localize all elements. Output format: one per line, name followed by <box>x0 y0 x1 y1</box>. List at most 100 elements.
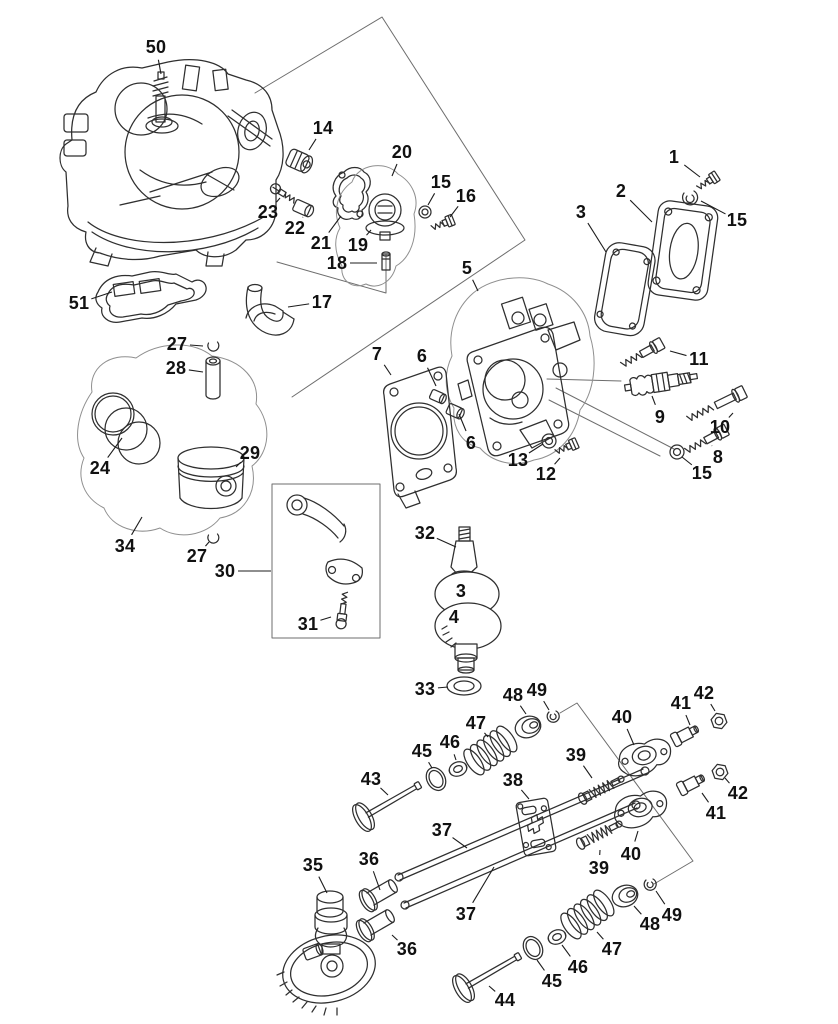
part-label-35: 35 <box>302 855 324 875</box>
leader-line-41a <box>685 714 691 726</box>
part-label-48b: 48 <box>639 914 661 934</box>
leader-line-50 <box>157 59 162 75</box>
connecting-rod-group-drawing <box>286 494 363 630</box>
cover-2-drawing <box>647 200 719 301</box>
part-label-40a: 40 <box>611 707 633 727</box>
leader-line-35 <box>318 876 328 894</box>
part-label-11: 11 <box>689 349 709 369</box>
part-label-42b: 42 <box>727 783 749 803</box>
part-label-46a: 46 <box>439 732 461 752</box>
leader-line-15a <box>427 193 436 206</box>
leader-line-47a <box>484 732 489 738</box>
anode-drawing <box>285 148 314 174</box>
part-label-38: 38 <box>502 770 524 790</box>
washer-15-drawing <box>418 205 432 219</box>
piston-set-outline <box>77 344 268 536</box>
piston-pin-drawing <box>205 356 221 400</box>
part-label-8: 8 <box>712 447 724 467</box>
leader-line-45a <box>428 761 433 769</box>
part-label-24: 24 <box>89 458 111 478</box>
leader-line-37b <box>472 866 495 904</box>
part-label-6b: 6 <box>465 433 477 453</box>
leader-line-39a <box>582 765 593 779</box>
leader-line-47b <box>596 931 604 940</box>
valve-train-group-drawing <box>276 710 730 1016</box>
cylinder-head-outline <box>445 277 595 464</box>
part-label-37a: 37 <box>431 820 453 840</box>
part-label-51: 51 <box>68 293 90 313</box>
camshaft-drawing <box>276 890 376 1016</box>
leader-line-6b <box>458 413 467 432</box>
head-cover-group-drawing <box>593 170 721 337</box>
part-label-9: 9 <box>654 407 666 427</box>
part-label-27a: 27 <box>166 334 188 354</box>
thermostat-gasket-drawing <box>332 166 371 220</box>
thermostat-group-drawing <box>245 148 457 336</box>
leader-line-34 <box>131 516 143 536</box>
leader-line-5 <box>472 279 479 292</box>
part-label-46b: 46 <box>567 957 589 977</box>
part-label-31: 31 <box>297 614 319 634</box>
part-label-22: 22 <box>284 218 306 238</box>
leader-line-24 <box>107 437 123 458</box>
rod-bolt-drawing <box>335 591 349 630</box>
leader-line-37a <box>452 837 468 849</box>
leader-line-46b <box>561 944 571 957</box>
thermostat-cover-outline <box>335 165 417 287</box>
piston-drawing <box>177 446 245 510</box>
part-label-29: 29 <box>239 443 261 463</box>
leader-line-6a <box>426 367 437 387</box>
screw-23-drawing <box>269 183 295 204</box>
part-label-15c: 15 <box>691 463 713 483</box>
leader-line-42a <box>710 703 716 712</box>
cover-gasket-drawing <box>593 242 656 337</box>
crankshaft-group-drawing <box>434 526 502 696</box>
push-rod-guide-plate-drawing <box>515 797 557 857</box>
part-label-14: 14 <box>312 118 334 138</box>
spark-plug-drawing <box>623 371 699 397</box>
part-label-32: 32 <box>414 523 436 543</box>
leader-line-14 <box>308 138 317 151</box>
rod-cap-drawing <box>325 558 363 585</box>
part-label-12: 12 <box>535 464 557 484</box>
leader-line-20 <box>391 163 398 177</box>
part-label-39b: 39 <box>588 858 610 878</box>
part-label-50: 50 <box>145 37 167 57</box>
leader-line-10 <box>728 412 734 418</box>
leader-line-29 <box>235 461 242 468</box>
leader-line-2 <box>629 199 653 223</box>
leader-line-38 <box>520 789 530 800</box>
part-label-37b: 37 <box>455 904 477 924</box>
leader-line-31 <box>320 616 332 621</box>
leader-line-48b <box>633 905 642 915</box>
part-label-19: 19 <box>347 235 369 255</box>
leader-line-41b <box>701 792 709 803</box>
part-label-6a: 6 <box>416 346 428 366</box>
part-label-45a: 45 <box>411 741 433 761</box>
thermostat-drawing <box>365 193 405 241</box>
part-label-41b: 41 <box>705 803 727 823</box>
part-label-28: 28 <box>165 358 187 378</box>
leader-line-49b <box>655 890 666 905</box>
part-label-34: 34 <box>114 536 136 556</box>
leader-line-19 <box>366 229 372 236</box>
leader-line-13 <box>528 443 544 454</box>
leader-line-51 <box>91 291 113 300</box>
leader-line-3a <box>587 222 607 253</box>
leader-line-32 <box>436 537 457 548</box>
washer-15-drawing <box>669 444 685 460</box>
crankcase-gasket-drawing <box>95 270 207 323</box>
leader-line-27a <box>189 344 204 347</box>
part-label-16: 16 <box>455 186 477 206</box>
part-label-1: 1 <box>668 147 680 167</box>
part-label-4: 4 <box>448 607 460 627</box>
leader-line-33 <box>437 686 449 689</box>
part-label-36a: 36 <box>358 849 380 869</box>
crankcase-assembly-drawing <box>59 59 284 267</box>
cylinder-head-drawing <box>457 296 581 457</box>
part-label-15a: 15 <box>430 172 452 192</box>
leader-line-15c <box>681 456 693 466</box>
part-label-41a: 41 <box>670 693 692 713</box>
